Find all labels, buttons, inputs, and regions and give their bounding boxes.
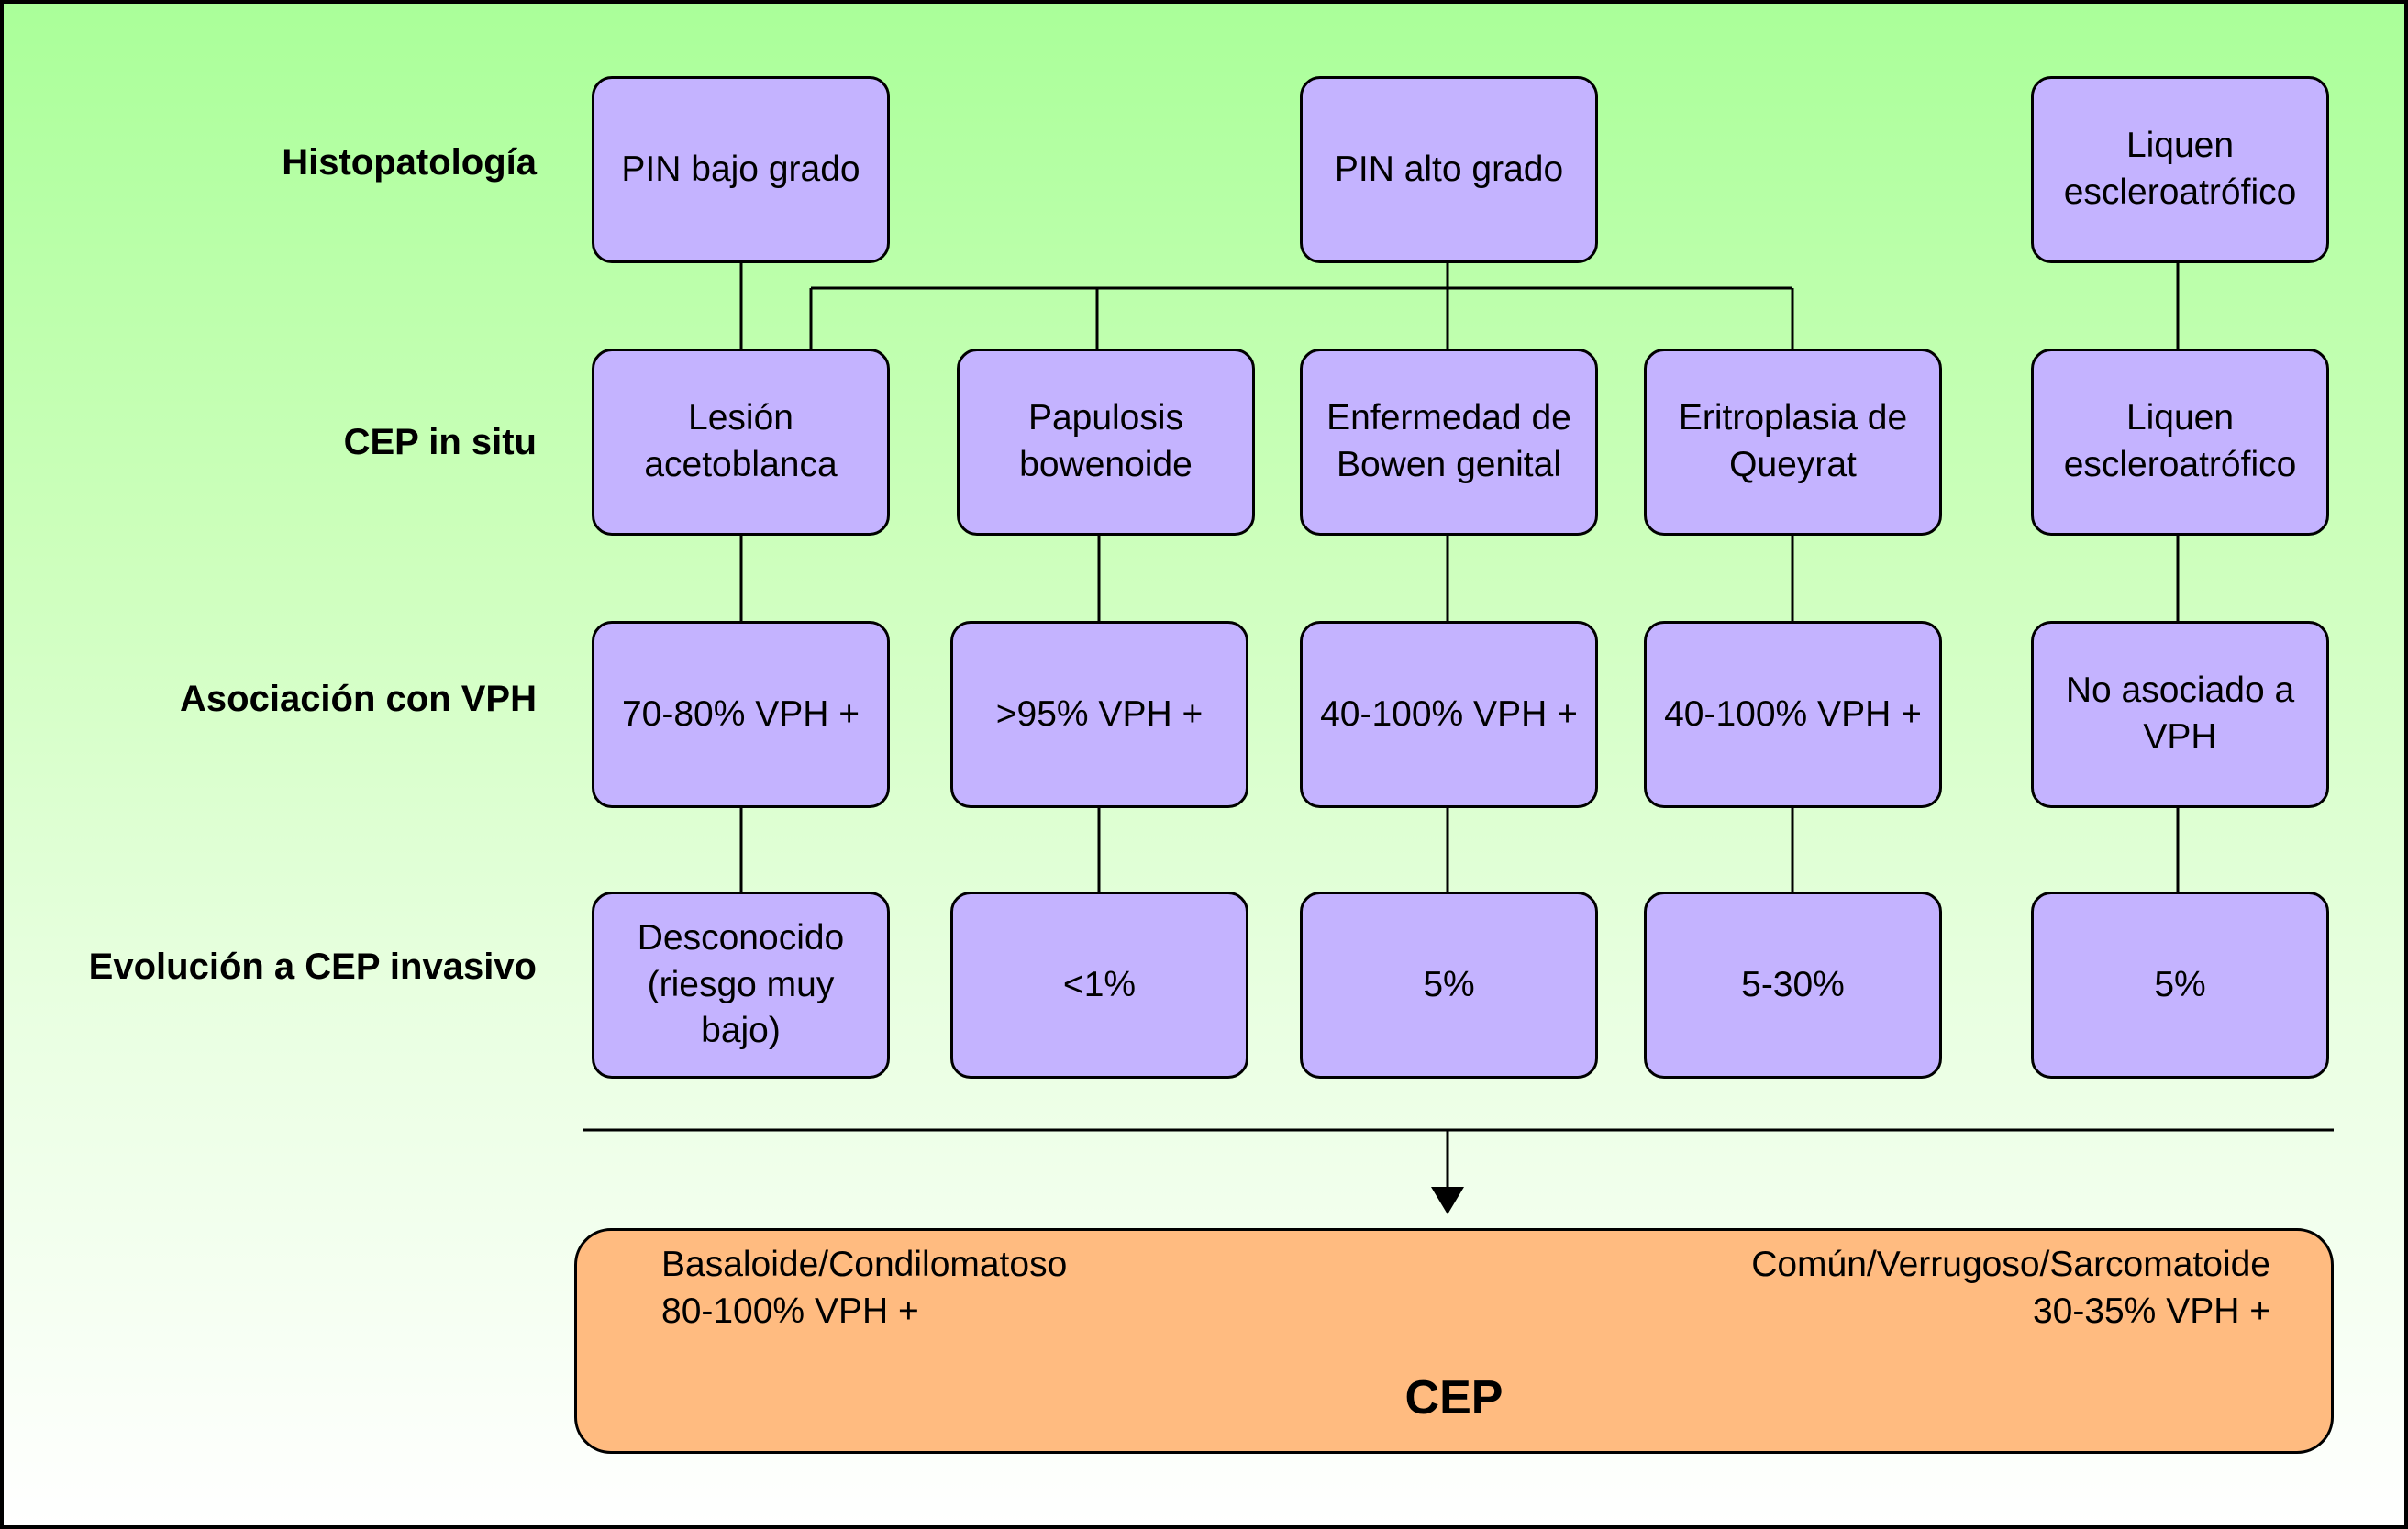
cep-left-line1: Basaloide/Condilomatoso xyxy=(661,1245,1068,1284)
row-label-cep-in-situ: CEP in situ xyxy=(343,422,537,462)
box-pin-bajo-grado: PIN bajo grado xyxy=(592,76,890,263)
row-label-histopatologia: Histopatología xyxy=(282,142,537,183)
box-enfermedad-bowen: Enfermedad de Bowen genital xyxy=(1300,349,1598,536)
cep-left-line2: 80-100% VPH + xyxy=(661,1291,919,1331)
cep-left-text: Basaloide/Condilomatoso 80-100% VPH + xyxy=(661,1242,1067,1335)
box-text: No asociado a xyxy=(2065,670,2295,711)
cep-right-line1: Común/Verrugoso/Sarcomatoide xyxy=(1751,1245,2270,1284)
cep-box: Basaloide/Condilomatoso 80-100% VPH + Co… xyxy=(574,1228,2334,1454)
box-eritroplasia-queyrat: Eritroplasia de Queyrat xyxy=(1644,349,1942,536)
box-vph-40-100-queyrat: 40-100% VPH + xyxy=(1644,621,1942,808)
box-text: VPH xyxy=(2143,717,2217,757)
row-label-asociacion-vph: Asociación con VPH xyxy=(180,679,537,719)
box-evolucion-desconocido: Desconocido (riesgo muy bajo) xyxy=(592,892,890,1079)
box-text: escleroatrófico xyxy=(2063,172,2297,212)
box-evolucion-5-30: 5-30% xyxy=(1644,892,1942,1079)
cep-right-text: Común/Verrugoso/Sarcomatoide 30-35% VPH … xyxy=(1751,1242,2270,1335)
box-text: bajo) xyxy=(701,1011,781,1051)
box-text: Liquen xyxy=(2125,398,2235,438)
box-pin-alto-grado: PIN alto grado xyxy=(1300,76,1598,263)
box-text: Papulosis xyxy=(1027,398,1184,438)
row-label-evolucion: Evolución a CEP invasivo xyxy=(88,947,537,987)
box-text: PIN bajo grado xyxy=(621,149,860,189)
box-vph-95: >95% VPH + xyxy=(950,621,1248,808)
box-lesion-acetoblanca: Lesión acetoblanca xyxy=(592,349,890,536)
box-vph-70-80: 70-80% VPH + xyxy=(592,621,890,808)
box-no-asociado-vph: No asociado a VPH xyxy=(2031,621,2329,808)
box-text: Eritroplasia de xyxy=(1678,398,1908,438)
box-text: (riesgo muy xyxy=(647,964,835,1004)
box-text: >95% VPH + xyxy=(995,693,1204,734)
box-text: 5% xyxy=(2154,964,2206,1004)
box-text: Enfermedad de xyxy=(1326,398,1571,438)
box-liquen-cep: Liquen escleroatrófico xyxy=(2031,349,2329,536)
box-text: Desconocido xyxy=(637,917,845,958)
box-vph-40-100-bowen: 40-100% VPH + xyxy=(1300,621,1598,808)
box-text: 5% xyxy=(1423,964,1475,1004)
box-liquen-histopatologia: Liquen escleroatrófico xyxy=(2031,76,2329,263)
box-text: escleroatrófico xyxy=(2063,445,2297,484)
box-text: 70-80% VPH + xyxy=(621,693,860,734)
cep-title: CEP xyxy=(1404,1371,1504,1424)
box-evolucion-menos-1: <1% xyxy=(950,892,1248,1079)
box-text: Bowen genital xyxy=(1336,445,1561,484)
box-text: PIN alto grado xyxy=(1334,149,1564,189)
box-evolucion-5-bowen: 5% xyxy=(1300,892,1598,1079)
box-text: 40-100% VPH + xyxy=(1320,693,1578,734)
box-text: acetoblanca xyxy=(644,445,838,484)
box-text: 5-30% xyxy=(1741,964,1845,1004)
box-text: bowenoide xyxy=(1019,445,1193,484)
box-text: <1% xyxy=(1062,964,1137,1004)
box-text: Lesión xyxy=(688,398,793,438)
box-text: 40-100% VPH + xyxy=(1664,693,1922,734)
box-papulosis-bowenoide: Papulosis bowenoide xyxy=(957,349,1255,536)
box-text: Queyrat xyxy=(1729,445,1857,484)
cep-right-line2: 30-35% VPH + xyxy=(2032,1291,2270,1331)
box-evolucion-5-liquen: 5% xyxy=(2031,892,2329,1079)
box-text: Liquen xyxy=(2125,126,2235,166)
